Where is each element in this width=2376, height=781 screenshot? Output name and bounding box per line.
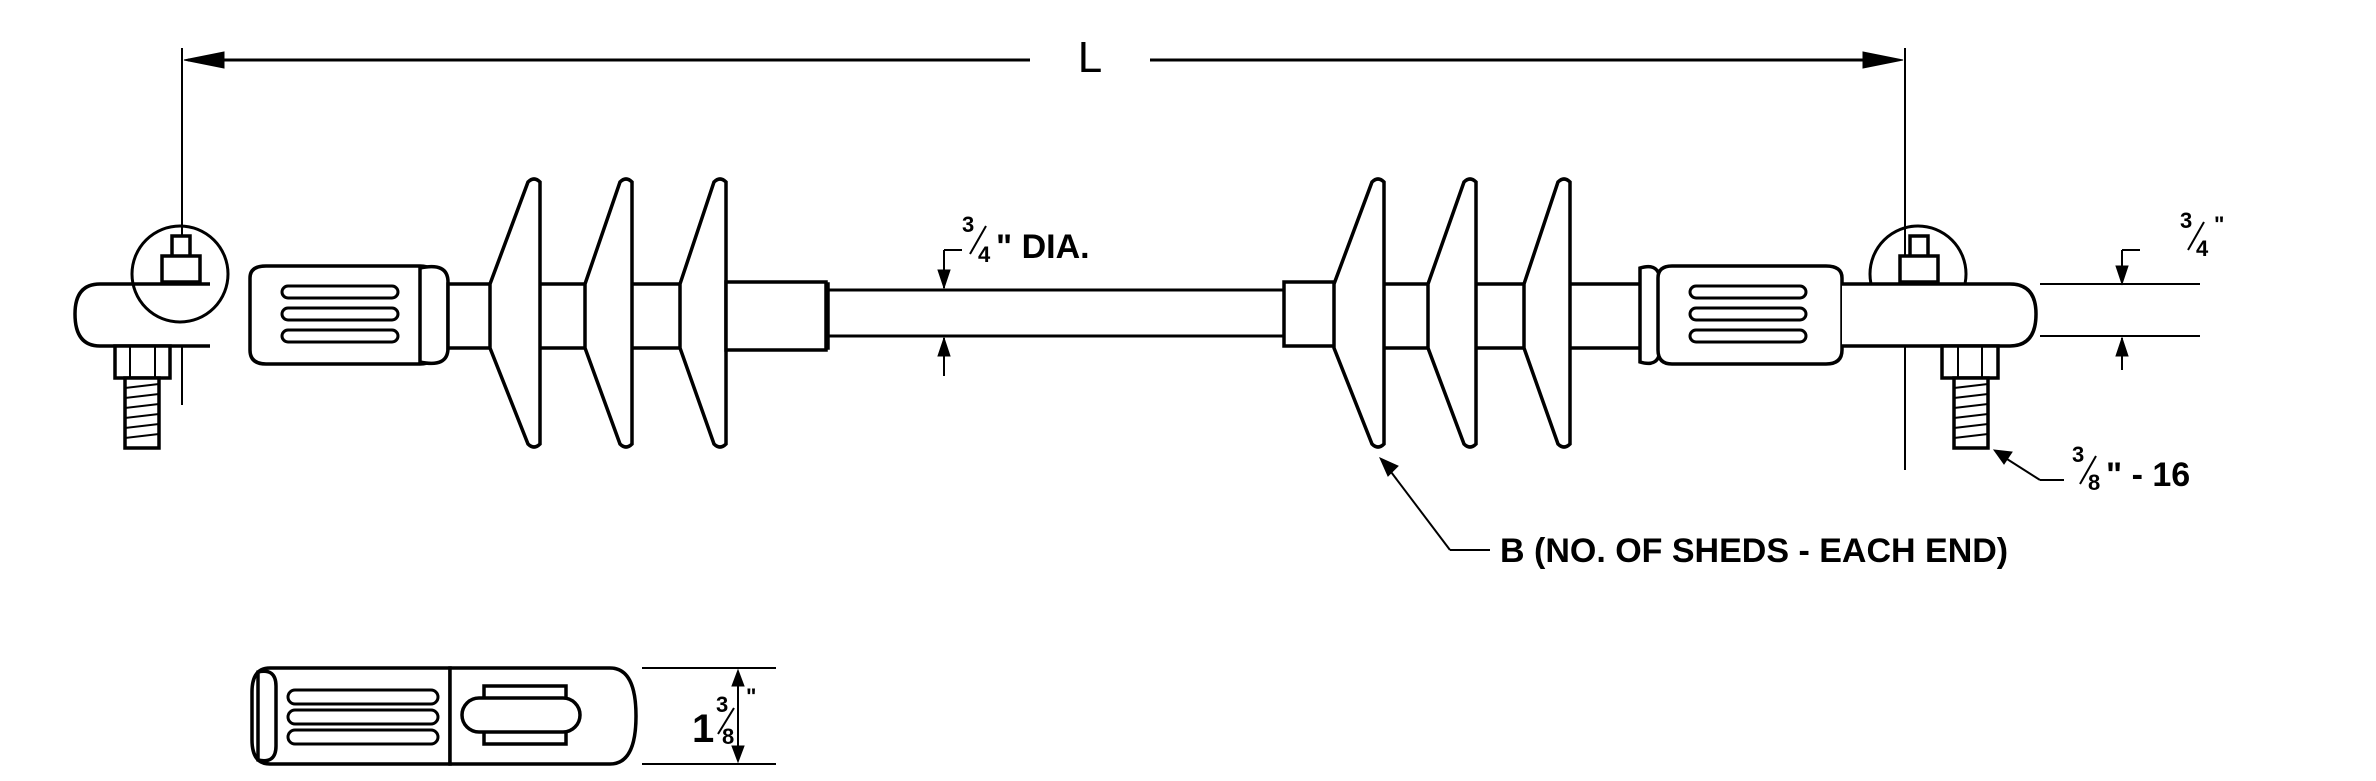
- thread-denominator: 8: [2088, 470, 2100, 495]
- thread-suffix: " - 16: [2106, 456, 2190, 494]
- left-shed-group: [446, 177, 830, 449]
- left-eye-plate: [73, 282, 210, 348]
- center-rod: [826, 288, 1284, 338]
- left-end-fitting: [73, 224, 450, 450]
- left-end-cap: [724, 280, 828, 352]
- end-view-grip: [250, 666, 452, 766]
- end-view-collar: [256, 669, 278, 763]
- rod-dia-denominator: 4: [978, 242, 991, 267]
- left-grip-collar: [418, 264, 450, 366]
- width-suffix: ": [746, 684, 756, 709]
- left-arrow-icon: [183, 51, 225, 69]
- thread-numerator: 3: [2072, 442, 2084, 467]
- right-shed-1: [1332, 177, 1386, 449]
- left-shed-3: [678, 177, 728, 449]
- rod-dia-numerator: 3: [962, 212, 974, 237]
- left-pin-head: [160, 254, 202, 284]
- end-height-arrow-bottom: [2115, 336, 2129, 357]
- right-end-fitting: [1638, 224, 2038, 450]
- width-arrow-bottom: [731, 745, 745, 764]
- left-grip-sleeve: [248, 264, 436, 366]
- width-whole: 1: [692, 707, 714, 751]
- right-nut: [1940, 344, 2000, 380]
- length-label: L: [1078, 33, 1102, 82]
- right-arrow-icon: [1862, 51, 1904, 69]
- end-height-numerator: 3: [2180, 208, 2192, 233]
- right-shed-3: [1522, 177, 1572, 449]
- end-height-denominator: 4: [2196, 236, 2209, 261]
- right-housing: [1346, 282, 1660, 350]
- end-view: 1 3 8 ": [250, 666, 776, 766]
- sheds-arrow-icon: [1379, 457, 1399, 477]
- left-shed-1: [488, 177, 542, 449]
- right-shed-group: [1282, 177, 1660, 449]
- thread-callout: 3 8 " - 16: [1992, 442, 2190, 495]
- left-nut: [113, 344, 172, 380]
- width-arrow-top: [731, 668, 745, 687]
- right-grip-sleeve: [1656, 264, 1844, 366]
- end-height-suffix: ": [2214, 212, 2224, 237]
- rod-dia-suffix: " DIA.: [996, 228, 1090, 266]
- thread-arrow-icon: [1992, 449, 2013, 465]
- left-bolt-eye: [130, 224, 230, 324]
- end-height-dimension: 3 4 ": [2040, 208, 2224, 370]
- rod-dia-arrow-top: [937, 269, 951, 290]
- rod-diameter-dimension: 3 4 " DIA.: [937, 212, 1090, 376]
- length-dimension: L: [181, 33, 1906, 470]
- rod-dia-arrow-bottom: [937, 336, 951, 357]
- end-view-slot: [460, 696, 582, 734]
- right-pin-head: [1898, 254, 1940, 284]
- width-numerator: 3: [716, 692, 728, 717]
- end-height-arrow-top: [2115, 265, 2129, 286]
- right-eye-plate: [1842, 282, 2038, 348]
- left-shed-2: [583, 177, 634, 449]
- sheds-label: B (NO. OF SHEDS - EACH END): [1500, 532, 2008, 570]
- width-denominator: 8: [722, 724, 734, 749]
- right-shed-2: [1426, 177, 1478, 449]
- sheds-callout: B (NO. OF SHEDS - EACH END): [1379, 457, 2008, 570]
